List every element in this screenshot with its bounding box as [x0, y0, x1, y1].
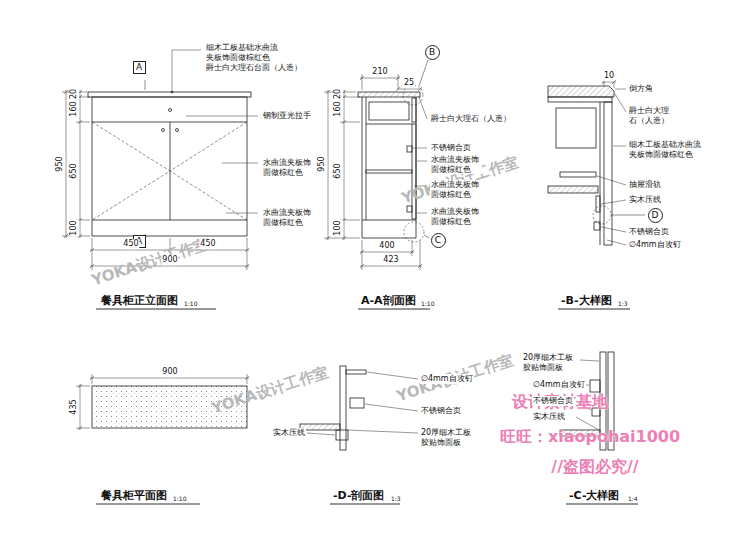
callout-letter: A	[136, 63, 142, 72]
callout-note: 水曲流夹板饰面做棕红色	[430, 155, 482, 174]
callout-note: 不锈钢合页	[420, 406, 462, 416]
callout-note: 爵士白大理石台面（人造）	[205, 63, 303, 73]
view-title: A-A剖面图	[360, 294, 417, 307]
dimension-value: 900	[161, 255, 178, 265]
front-elevation	[88, 80, 251, 238]
dimension-value: 435	[69, 398, 79, 415]
scale-ratio: 1:10	[183, 300, 198, 307]
b-leaders	[558, 89, 630, 309]
callout-note: 不锈钢合页	[628, 227, 670, 237]
dimension-value: 20	[333, 88, 343, 100]
dimension-value: 423	[382, 255, 399, 265]
dimension-value: 25	[403, 78, 415, 88]
detail-callout: C	[431, 233, 446, 248]
callout-note: 倒方角	[628, 84, 654, 94]
scale-ratio: 1:10	[172, 495, 187, 502]
callout-note: 实木压线	[532, 412, 566, 422]
callout-note: 水曲流夹板饰面做棕红色	[430, 180, 482, 199]
view-title: 餐具柜正立面图	[100, 294, 179, 307]
section-mark: A	[133, 61, 146, 74]
callout-note: 钢制亚光拉手	[262, 111, 312, 121]
callout-note: ∅4mm自攻钉	[532, 380, 586, 390]
callout-note: 抽屉滑轨	[628, 180, 662, 190]
dimension-value: 20	[69, 88, 79, 100]
aa-dimensions	[324, 74, 422, 270]
scale-ratio: 1:3	[617, 300, 629, 307]
callout-note: 不锈钢合页	[430, 143, 472, 153]
dimension-value: 10	[603, 71, 615, 81]
callout-letter: B	[429, 48, 435, 57]
callout-note: 水曲流夹板饰面做棕红色	[262, 158, 314, 177]
dimension-value: 160	[333, 100, 343, 117]
callout-note: 细木工板基础水曲流夹板饰面做棕红色	[628, 140, 704, 159]
view-title: -B-大样图	[560, 294, 613, 307]
callout-note: 实木压线	[628, 195, 662, 205]
detail-callout: B	[425, 45, 440, 60]
callout-note: ∅4mm自攻钉	[420, 374, 474, 384]
dimension-value: 160	[69, 100, 79, 117]
dimension-value: 210	[371, 67, 388, 77]
callout-note: ∅4mm自攻钉	[628, 240, 682, 250]
callout-note: 20厚细木工板胶贴饰面板	[420, 428, 476, 447]
scale-ratio: 1:4	[627, 495, 639, 502]
view-title: 餐具柜平面图	[100, 489, 168, 502]
front-dimensions	[62, 90, 249, 270]
dimension-value: 400	[378, 241, 395, 251]
callout-note: 爵士白大理石（人造）	[628, 106, 675, 125]
callout-note: 水曲流夹板饰面做棕红色	[262, 208, 314, 227]
dimension-value: 650	[69, 162, 79, 179]
callout-note: 细木工板基础水曲流	[205, 43, 279, 53]
callout-note: 水曲流夹板饰面做棕红色	[430, 207, 482, 226]
watermark: //盗图必究//	[550, 457, 639, 476]
watermark: YOKA设计工作室	[89, 234, 212, 289]
detail-callout: D	[648, 208, 663, 223]
callout-note: 20厚细木工板胶贴饰面板	[522, 353, 578, 372]
aa-leaders	[358, 97, 430, 309]
dimension-value: 650	[333, 162, 343, 179]
view-title: -D-剖面图	[332, 489, 385, 502]
dimension-value: 450	[199, 239, 216, 249]
watermark: 旺旺：xiaopohai1000	[499, 427, 681, 446]
dimension-value: 950	[317, 155, 327, 172]
callout-note: 不锈钢合页	[532, 396, 574, 406]
callout-letter: D	[652, 211, 659, 220]
callout-note: 爵士白大理石（人造）	[430, 114, 512, 124]
dimension-value: 100	[69, 219, 79, 236]
callout-note: 实木压线	[272, 428, 306, 438]
dimension-value: 450	[122, 239, 139, 249]
callout-letter: C	[435, 236, 441, 245]
dimension-value: 950	[55, 155, 65, 172]
view-title: -C-大样图	[568, 489, 620, 502]
plan-underline	[96, 504, 200, 505]
aa-section	[358, 60, 429, 242]
dimension-value: 900	[161, 367, 178, 377]
scale-ratio: 1:10	[420, 300, 435, 307]
watermark: YOKA设计工作室	[209, 362, 332, 417]
callout-note: 夹板饰面做棕红色	[205, 53, 271, 63]
b-dimensions	[602, 80, 616, 88]
dimension-value: 100	[333, 219, 343, 236]
scale-ratio: 1:3	[390, 495, 402, 502]
